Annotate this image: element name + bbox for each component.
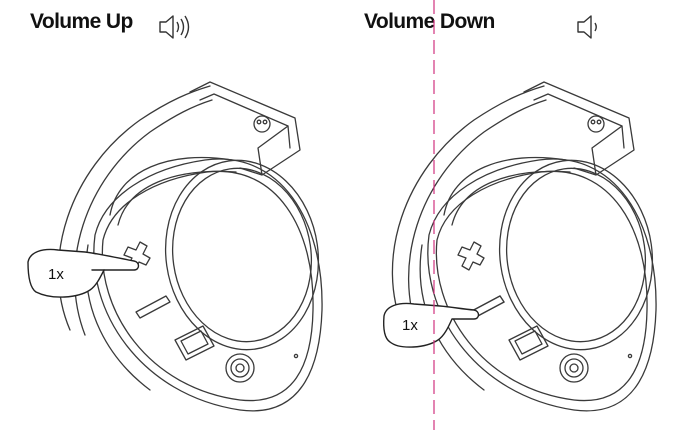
- press-count-left: 1x: [48, 266, 64, 283]
- headphone-right: [391, 81, 666, 412]
- headphone-left: [57, 81, 332, 412]
- volume-up-title: Volume Up: [30, 10, 133, 33]
- press-count-right: 1x: [402, 317, 418, 334]
- volume-down-title: Volume Down: [364, 10, 495, 33]
- pointing-hand-right: [382, 302, 480, 348]
- speaker-volume-down-icon: [577, 15, 597, 39]
- pointing-hand-left: [27, 248, 140, 298]
- speaker-volume-up-icon: [159, 15, 190, 39]
